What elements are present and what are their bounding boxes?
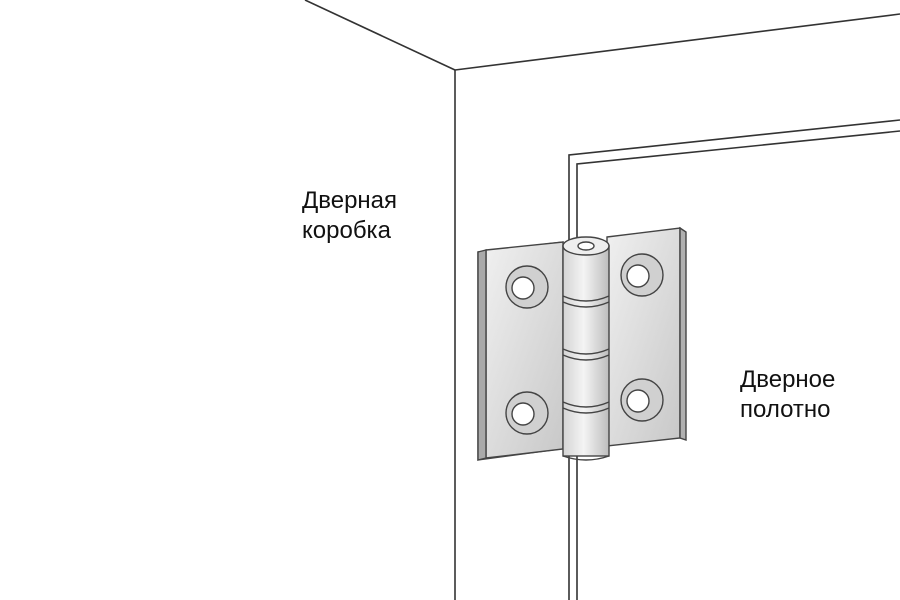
door-leaf-label-line2: полотно bbox=[740, 396, 831, 423]
door-frame-label-line2: коробка bbox=[302, 217, 391, 244]
screw-hole-bottom-right bbox=[620, 378, 664, 422]
frame-top-edge bbox=[454, 13, 900, 71]
hinge-knuckle bbox=[562, 236, 610, 461]
screw-hole-top-left bbox=[505, 265, 549, 309]
frame-top-left-edge bbox=[304, 0, 456, 71]
door-leaf-label: Дверное полотно bbox=[740, 365, 835, 425]
door-frame bbox=[304, 0, 900, 600]
screw-hole-top-right bbox=[620, 253, 664, 297]
door-frame-label: Дверная коробка bbox=[302, 186, 397, 246]
screw-hole-bottom-left bbox=[505, 391, 549, 435]
door-leaf-label-line1: Дверное bbox=[740, 366, 836, 393]
door-frame-label-line1: Дверная bbox=[302, 187, 398, 214]
hinge bbox=[477, 226, 687, 461]
